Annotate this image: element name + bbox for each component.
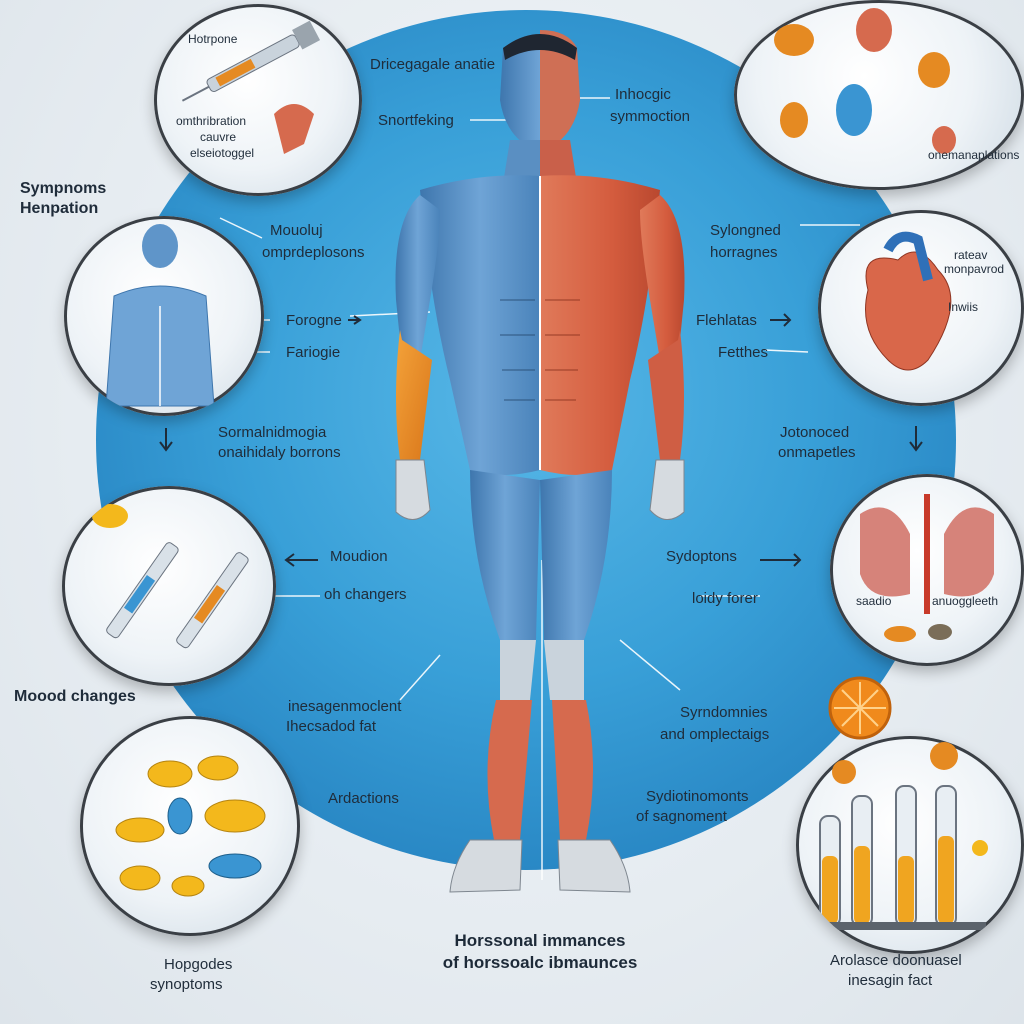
arrow-right-icon (348, 315, 362, 325)
heart-inner-1: rateav (954, 248, 988, 262)
connector-line (619, 639, 681, 691)
right-mid-text-2: onmapetles (778, 444, 856, 461)
arrow-right-icon (770, 313, 792, 327)
right-hand (649, 459, 685, 520)
orange-slice-icon (828, 676, 892, 740)
right-knee (544, 640, 584, 700)
badge-syringes (62, 486, 276, 686)
heart-inner-2: monpavrod (944, 262, 1005, 276)
heart-inner-3: Inwiis (948, 300, 979, 314)
right-lower-1: Syrndomnies (680, 704, 768, 721)
connector-line (399, 654, 441, 701)
right-forearm (648, 330, 684, 460)
mood-label: Moood changes (14, 688, 136, 705)
badge-muscle-man (64, 216, 264, 416)
muscle-label-2: omprdeplosons (262, 244, 365, 261)
tubes-label-2: inesagin fact (848, 972, 933, 989)
heart-label-2: horragnes (710, 244, 778, 261)
left-shin (487, 700, 532, 840)
left-mid-text-2: onaihidaly borrons (218, 444, 341, 461)
pills-label-2: synoptoms (150, 976, 223, 993)
syringes-label-1: Moudion (330, 548, 388, 565)
syringes-label-2: oh changers (324, 586, 407, 603)
center-right-label-2: symmoction (610, 108, 691, 125)
arrow-right-icon (760, 553, 802, 567)
badge-syringe-top-left (154, 4, 362, 196)
badge-heart (818, 210, 1024, 406)
title-line-2: of horssoalc ibmaunces (442, 953, 638, 972)
side-heading-1: Sympnoms (20, 180, 107, 197)
arrow-down-icon (159, 428, 173, 452)
right-mid-text-1: Jotonoced (780, 424, 850, 441)
connector-line (219, 217, 263, 239)
side-heading-2: Henpation (20, 200, 99, 217)
lungs-inner-2: anuoggleeth (932, 594, 999, 608)
heart-label-3: Flehlatas (696, 312, 757, 329)
heart-label-1: Sylongned (710, 222, 781, 239)
left-hand (395, 459, 431, 520)
heart-label-4: Fetthes (718, 344, 769, 361)
syringe-label: Hotrpone (188, 32, 238, 46)
right-upper-arm (640, 195, 685, 360)
syringe-caption-3: elseiotoggel (190, 146, 255, 160)
badge-test-tubes (796, 736, 1024, 954)
badge-lungs (830, 474, 1024, 666)
pills-label-1: Hopgodes (164, 956, 233, 973)
center-bottom-label-2: Ihecsadod fat (286, 718, 377, 735)
badge-pills (80, 716, 300, 936)
right-thigh (540, 470, 612, 650)
lungs-label-1: Sydoptons (666, 548, 737, 565)
right-lower-3: Sydiotinomonts (646, 788, 749, 805)
lungs-inner-1: saadio (856, 594, 892, 608)
right-lower-4: of sagnoment (636, 808, 727, 825)
left-upper-arm (395, 195, 440, 360)
muscle-label-4: Fariogie (286, 344, 341, 361)
center-top-label: Dricegagale anatie (370, 56, 496, 73)
lungs-label-2: loidy forer (692, 590, 758, 607)
right-shin (552, 700, 593, 840)
right-foot (557, 839, 631, 893)
page-title: Horssonal immances of horssoalc ibmaunce… (380, 930, 700, 974)
tubes-label-1: Arolasce doonuasel (830, 952, 962, 969)
title-line-1: Horssonal immances (454, 931, 626, 950)
organs-label: onemanaplations (928, 148, 1020, 162)
left-thigh (470, 470, 540, 650)
left-forearm (396, 330, 432, 460)
center-bottom-label-3: Ardactions (328, 790, 399, 807)
right-lower-2: and omplectaigs (660, 726, 770, 743)
syringe-caption-2: cauvre (200, 130, 237, 144)
connector-line (764, 349, 809, 353)
muscle-label-3: Forogne (286, 312, 342, 329)
head-right (540, 30, 580, 152)
center-right-label-1: Inhocgic (615, 86, 671, 103)
badge-organs-top-right (734, 0, 1024, 190)
muscle-label-1: Mouoluj (270, 222, 323, 239)
left-foot (449, 839, 523, 893)
left-knee (500, 640, 536, 700)
center-left-label: Snortfeking (378, 112, 454, 129)
syringe-caption-1: omthribration (176, 114, 247, 128)
hair (503, 34, 577, 60)
left-mid-text-1: Sormalnidmogia (218, 424, 327, 441)
center-bottom-label-1: inesagenmoclent (288, 698, 402, 715)
arrow-left-icon (284, 553, 318, 567)
arrow-down-icon (909, 426, 923, 452)
